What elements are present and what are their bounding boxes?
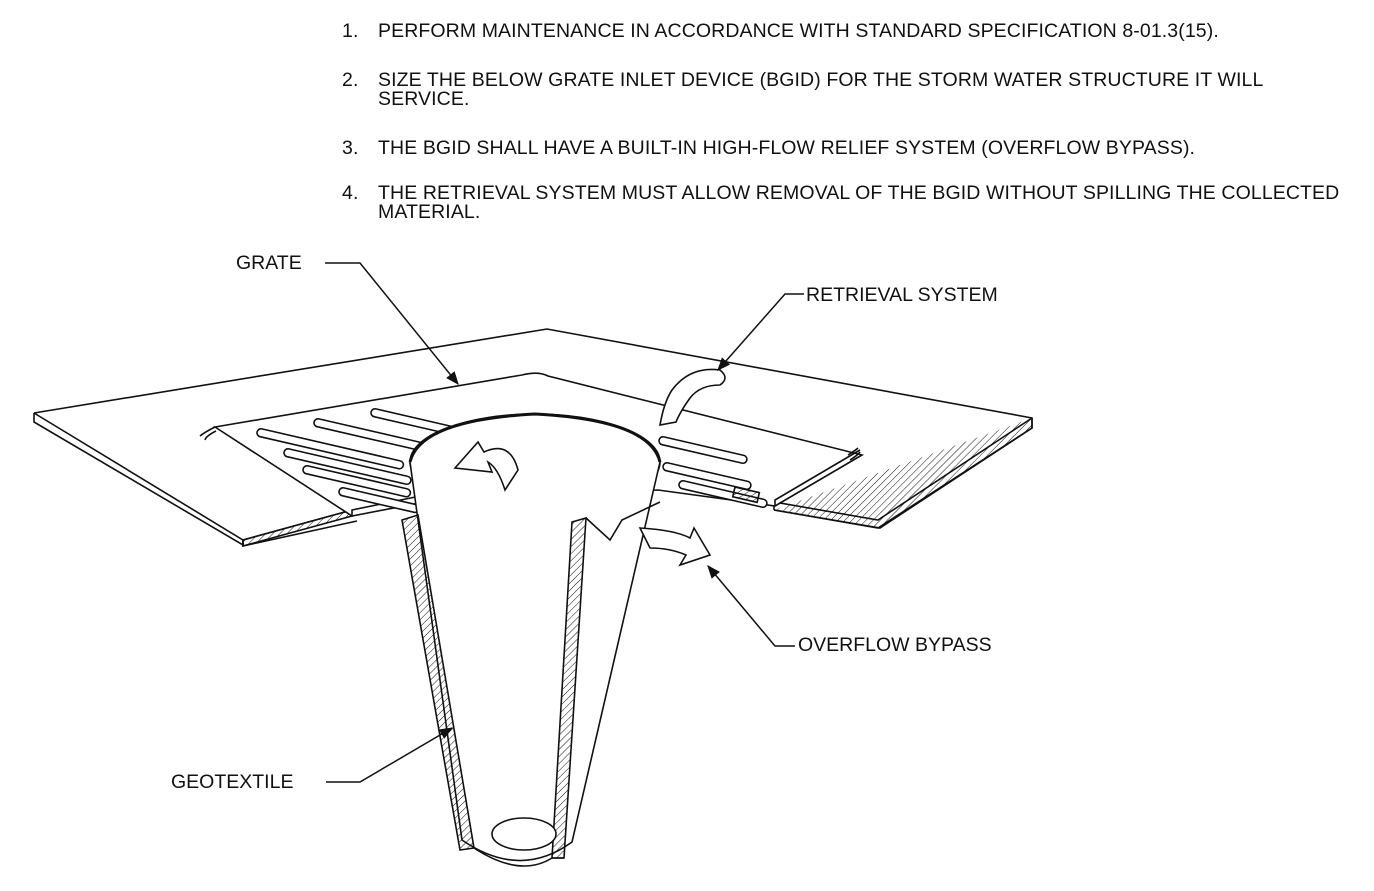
label-grate: GRATE	[236, 252, 302, 274]
general-notes: 1. PERFORM MAINTENANCE IN ACCORDANCE WIT…	[336, 20, 1366, 223]
leader-overflow	[707, 564, 795, 647]
label-geotextile: GEOTEXTILE	[171, 771, 294, 793]
bgid-funnel	[401, 412, 712, 867]
label-retrieval-system: RETRIEVAL SYSTEM	[806, 284, 998, 306]
leader-lines	[325, 262, 804, 783]
note-number: 1.	[342, 20, 359, 42]
note-number: 3.	[342, 137, 359, 159]
note-text: PERFORM MAINTENANCE IN ACCORDANCE WITH S…	[378, 20, 1219, 42]
retrieval-handle	[659, 368, 726, 426]
label-overflow-bypass: OVERFLOW BYPASS	[798, 634, 992, 656]
note-4: 4. THE RETRIEVAL SYSTEM MUST ALLOW REMOV…	[336, 182, 1366, 223]
note-text: THE RETRIEVAL SYSTEM MUST ALLOW REMOVAL …	[378, 182, 1340, 223]
note-text: SIZE THE BELOW GRATE INLET DEVICE (BGID)…	[378, 69, 1263, 110]
leader-grate	[325, 262, 459, 386]
note-1: 1. PERFORM MAINTENANCE IN ACCORDANCE WIT…	[336, 20, 1366, 42]
note-number: 2.	[342, 69, 359, 91]
note-number: 4.	[342, 182, 359, 204]
leader-retrieval	[717, 293, 804, 372]
leader-geotextile	[326, 727, 454, 783]
note-3: 3. THE BGID SHALL HAVE A BUILT-IN HIGH-F…	[336, 137, 1366, 159]
note-text: THE BGID SHALL HAVE A BUILT-IN HIGH-FLOW…	[378, 137, 1196, 159]
note-2: 2. SIZE THE BELOW GRATE INLET DEVICE (BG…	[336, 69, 1318, 110]
